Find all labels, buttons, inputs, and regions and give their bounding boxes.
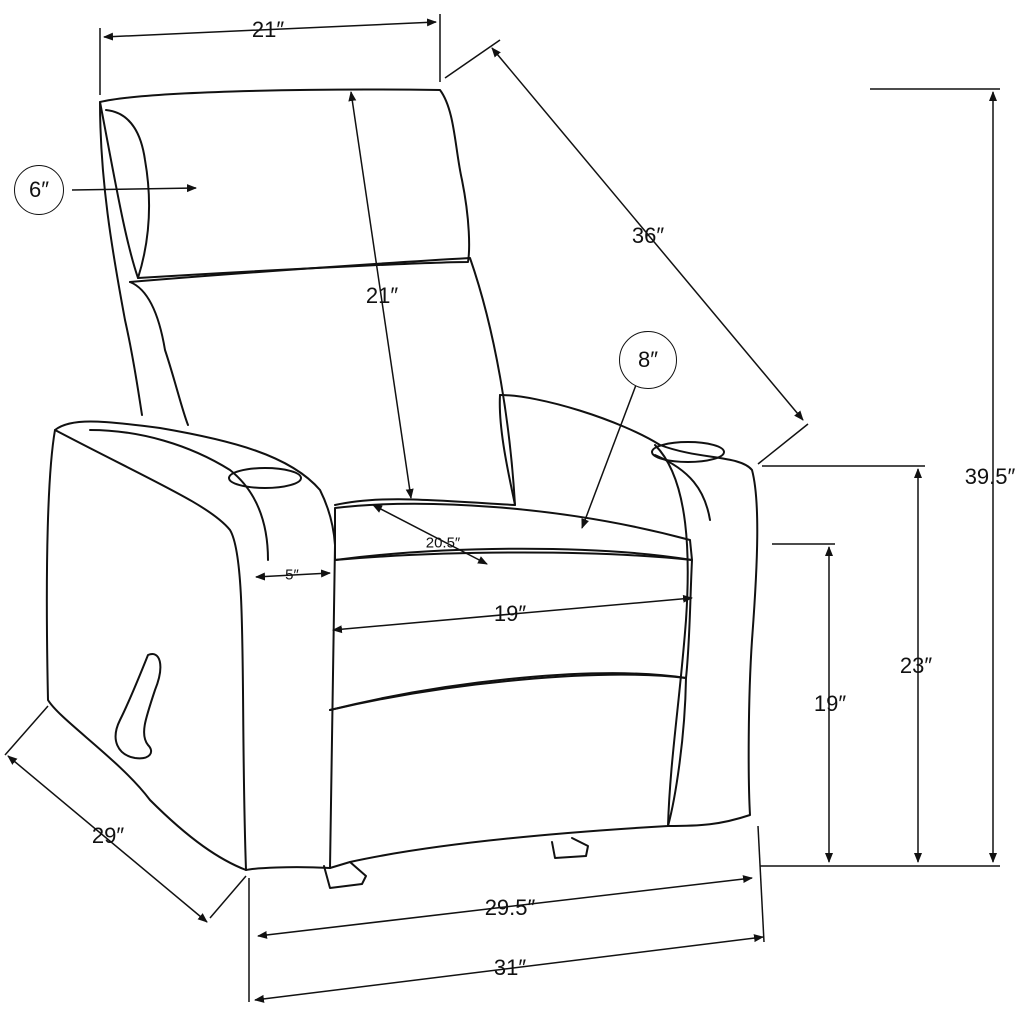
left-arm (54, 420, 336, 871)
recline-lever (114, 653, 162, 760)
left-arm-piping (89, 429, 269, 561)
seat-front (329, 551, 693, 711)
label-back-height: 21″ (365, 283, 399, 308)
label-front-width: 29.5″ (484, 895, 536, 920)
dim-side-depth (7, 755, 208, 923)
dim-arm-width (255, 569, 331, 581)
dim-diagonal (491, 47, 804, 421)
left-arm-outer (45, 429, 247, 871)
front-right-foot (551, 837, 589, 859)
headrest-side (105, 109, 151, 279)
label-diagonal-depth: 36″ (631, 223, 665, 248)
back-side (129, 281, 189, 426)
badge-armrest-height: 8″ (619, 331, 677, 389)
label-arm-width: 5″ (285, 566, 299, 584)
right-arm (499, 394, 759, 827)
dim-seat-depth (372, 504, 488, 565)
dim-front-width (257, 875, 753, 939)
label-seat-height: 19″ (813, 691, 847, 716)
dim-back-height (348, 91, 414, 499)
dim-backrest-width (103, 18, 437, 41)
right-cup-holder (651, 441, 725, 463)
label-backrest-width: 21″ (251, 17, 285, 42)
headrest (99, 88, 471, 279)
back-left-edge (99, 101, 143, 416)
left-cup-holder (228, 467, 302, 489)
label-overall-width: 31″ (493, 955, 527, 980)
badge-headrest-depth: 6″ (14, 165, 64, 215)
dim-seat-width (332, 594, 693, 634)
label-seat-depth: 20.5″ (425, 534, 461, 552)
label-arm-height: 23″ (899, 653, 933, 678)
dim-headrest-depth (71, 184, 197, 193)
label-seat-width: 19″ (493, 601, 527, 626)
right-arm-inner (498, 394, 516, 506)
chair-outline (45, 88, 759, 889)
dim-armrest-callout (581, 384, 637, 529)
label-overall-height: 39.5″ (964, 464, 1016, 489)
label-side-depth: 29″ (91, 823, 125, 848)
dim-overall-width (254, 934, 764, 1003)
dimension-lines (4, 14, 1000, 1003)
back-cushion (129, 257, 516, 506)
footrest (329, 673, 687, 869)
